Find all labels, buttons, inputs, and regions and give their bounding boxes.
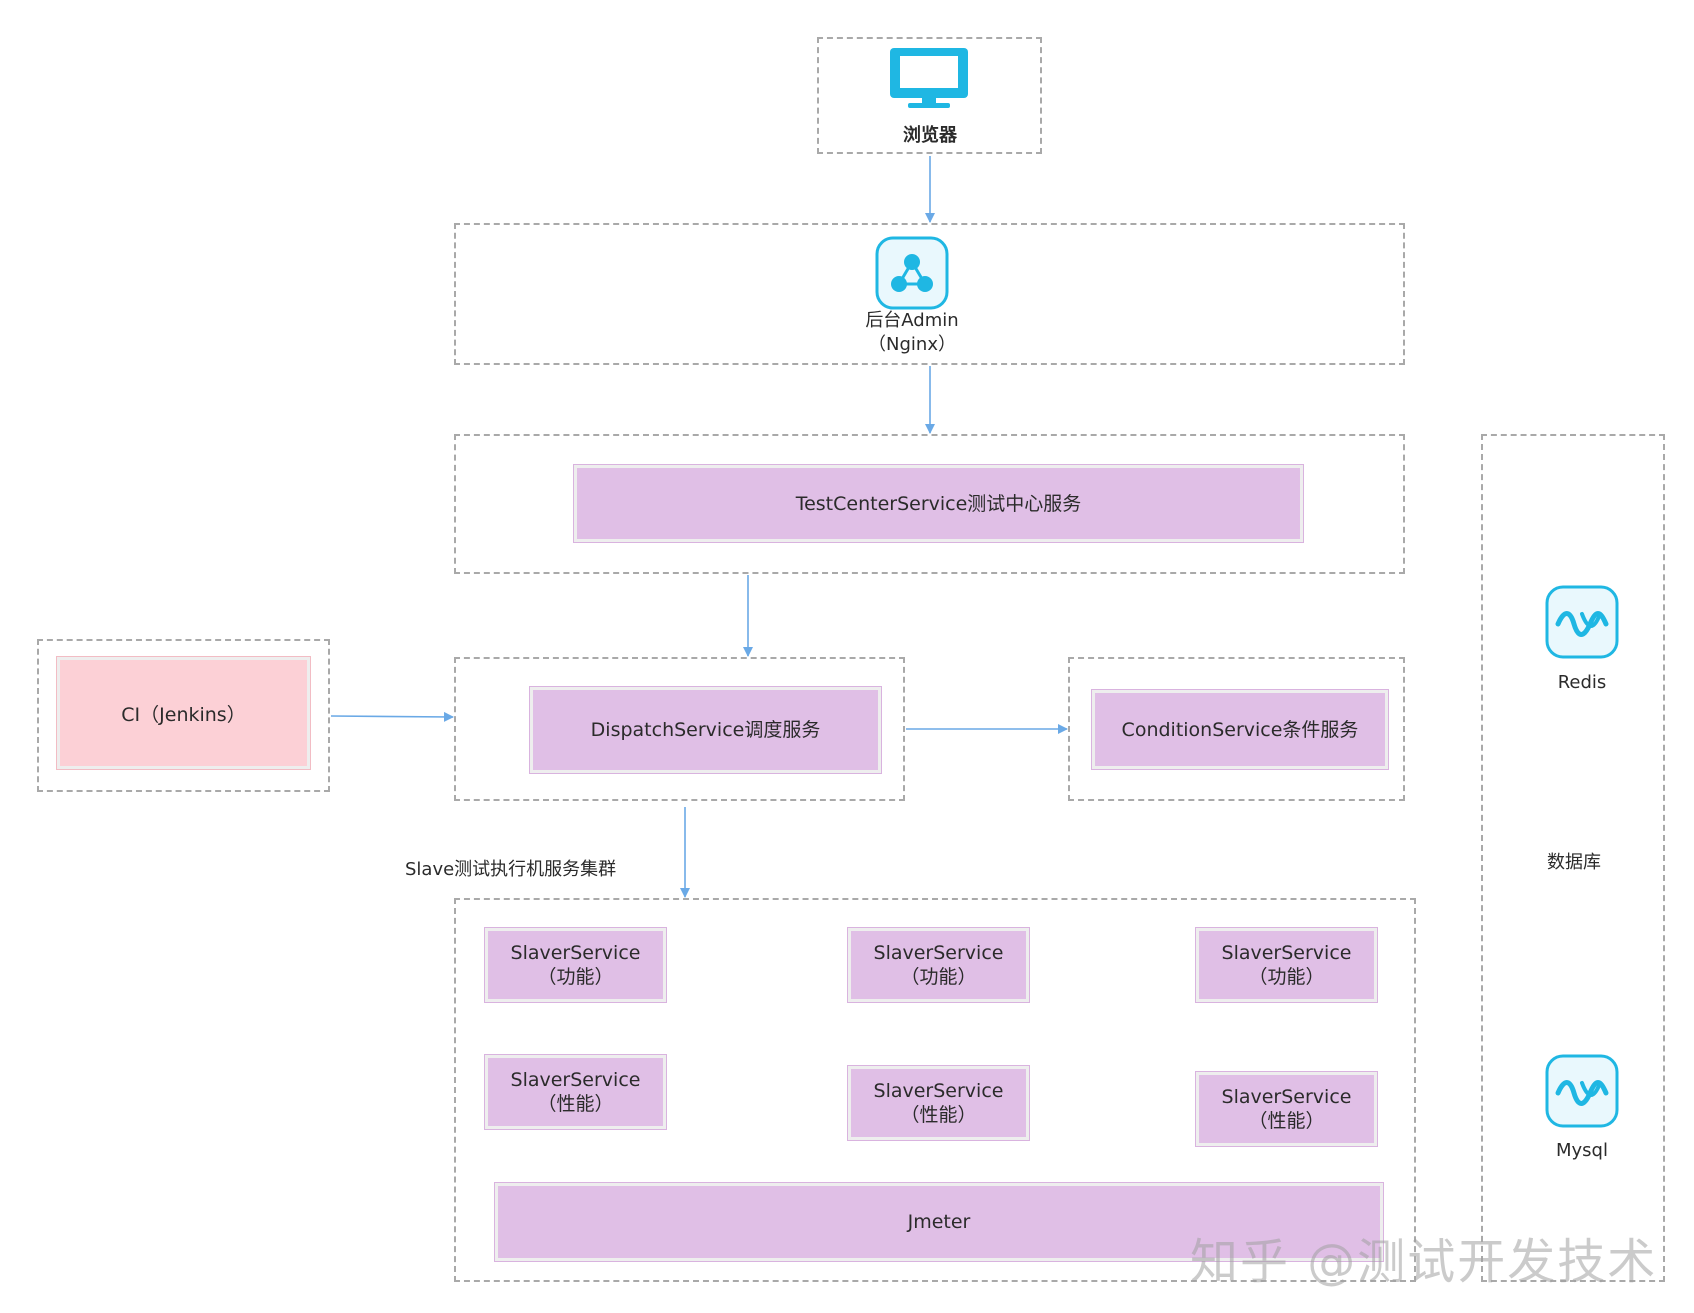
database-group [1481,434,1665,1282]
cluster-title: Slave测试执行机服务集群 [405,859,617,880]
slaver-service-type: （性能） [1248,1110,1325,1132]
watermark-text: 知乎 @测试开发技术 [1190,1234,1658,1290]
slaver-service-box: SlaverService（性能） [848,1066,1029,1140]
mysql-wave-icon [1544,1053,1620,1133]
admin-label: 后台Admin （Nginx） [832,309,992,357]
ci-jenkins-box: CI（Jenkins） [57,657,310,769]
slave-cluster-group [454,898,1416,1282]
slaver-service-name: SlaverService [510,942,641,964]
dispatch-group [454,657,905,801]
dispatch-service-box: DispatchService调度服务 [530,687,881,773]
slaver-service-box: SlaverService（性能） [1196,1072,1377,1146]
database-label: 数据库 [1547,852,1601,873]
testcenter-group [454,434,1405,574]
slaver-service-type: （功能） [1248,966,1325,988]
slaver-service-box: SlaverService（功能） [1196,928,1377,1002]
slaver-service-name: SlaverService [873,942,1004,964]
arrow-ci-to-dispatch [330,711,454,722]
slaver-service-name: SlaverService [510,1069,641,1091]
slaver-service-box: SlaverService（功能） [848,928,1029,1002]
slaver-service-type: （功能） [537,966,614,988]
mysql-label: Mysql [1556,1140,1608,1161]
admin-label-line2: （Nginx） [868,334,956,355]
monitor-icon [886,46,972,114]
slaver-service-name: SlaverService [1221,1086,1352,1108]
slaver-service-type: （功能） [900,966,977,988]
slaver-service-name: SlaverService [1221,942,1352,964]
slaver-service-box: SlaverService（性能） [485,1055,666,1129]
admin-label-line1: 后台Admin [865,310,959,331]
testcenter-service-box: TestCenterService测试中心服务 [574,465,1303,542]
slaver-service-type: （性能） [537,1093,614,1115]
browser-label: 浏览器 [903,125,957,146]
jmeter-box: Jmeter [495,1183,1383,1261]
condition-service-box: ConditionService条件服务 [1092,690,1388,769]
condition-group [1068,657,1405,801]
slaver-service-type: （性能） [900,1104,977,1126]
redis-wave-icon [1544,584,1620,664]
redis-label: Redis [1557,672,1607,693]
ci-group [37,639,330,792]
browser-group [817,37,1042,154]
slaver-service-name: SlaverService [873,1080,1004,1102]
slaver-service-box: SlaverService（功能） [485,928,666,1002]
network-node-icon [874,235,950,315]
admin-group [454,223,1405,365]
